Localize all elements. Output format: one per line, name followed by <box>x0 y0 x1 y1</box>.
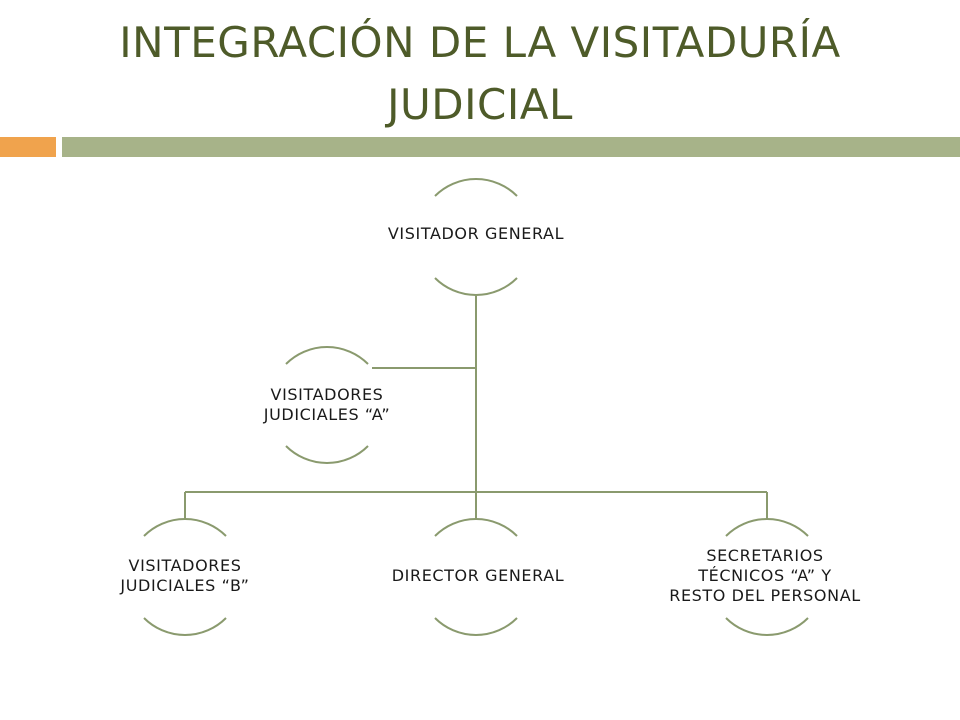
slide-title: INTEGRACIÓN DE LA VISITADURÍA JUDICIAL <box>119 18 841 129</box>
node-label-visitadores-judiciales-a: VISITADORES JUDICIALES “A” <box>263 385 391 424</box>
node-arc-secretarios-tecnicos-bottom <box>725 617 809 636</box>
node-arc-secretarios-tecnicos-top <box>725 518 809 537</box>
node-arc-director-general-top <box>434 518 518 537</box>
node-arc-director-general-bottom <box>434 617 518 636</box>
node-arc-visitadores-judiciales-b-top <box>143 518 227 537</box>
node-label-secretarios-tecnicos: SECRETARIOS TÉCNICOS “A” Y RESTO DEL PER… <box>669 546 861 605</box>
node-arc-visitadores-judiciales-a-bottom <box>285 445 369 464</box>
node-arc-visitadores-judiciales-a-top <box>285 346 369 365</box>
node-label-director-general: DIRECTOR GENERAL <box>391 566 565 585</box>
accent-bar-orange <box>0 137 56 157</box>
node-arc-visitadores-judiciales-b-bottom <box>143 617 227 636</box>
node-label-visitador-general: VISITADOR GENERAL <box>387 224 565 243</box>
node-arc-visitador-general-top <box>434 178 518 197</box>
node-arc-visitador-general-bottom <box>434 277 518 296</box>
accent-bar-green <box>62 137 960 157</box>
node-label-visitadores-judiciales-b: VISITADORES JUDICIALES “B” <box>120 556 250 595</box>
